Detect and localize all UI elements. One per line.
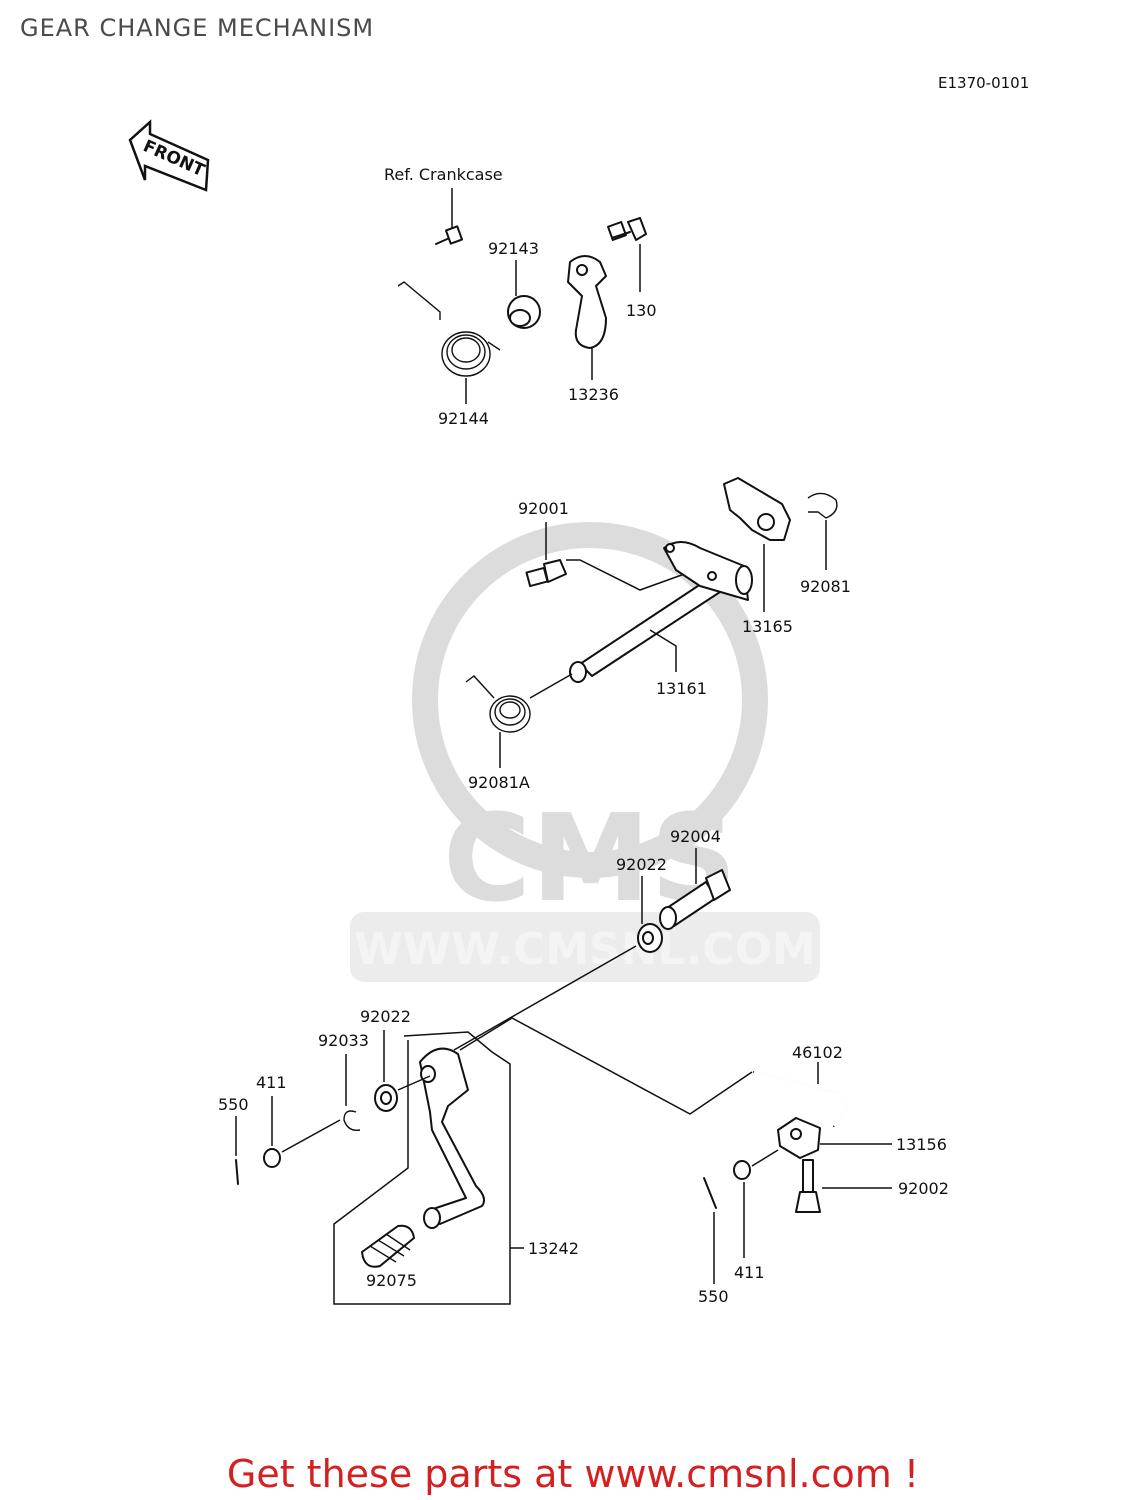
part-label[interactable]: 92033: [318, 1031, 369, 1050]
ref-crankcase-label: Ref. Crankcase: [384, 165, 503, 184]
rod-joint-13156: [777, 1117, 821, 1159]
part-label[interactable]: 13236: [568, 385, 619, 404]
watermark-url: WWW.CMSNL.COM: [354, 924, 816, 975]
part-label[interactable]: 92144: [438, 409, 489, 428]
diagram-id: E1370-0101: [938, 74, 1030, 92]
part-label[interactable]: 13161: [656, 679, 707, 698]
crankcase-pin: [435, 225, 464, 245]
part-label[interactable]: 92001: [518, 499, 569, 518]
part-labels: 92143 130 13236 92144 92001 92081 13165 …: [218, 239, 949, 1306]
spring-92081A: [465, 675, 531, 733]
front-arrow-icon: FRONT: [128, 119, 210, 192]
shift-shaft-13161: [569, 541, 753, 683]
part-label[interactable]: 92075: [366, 1271, 417, 1290]
part-label[interactable]: 92022: [360, 1007, 411, 1026]
pedal-rubber-92075: [361, 1224, 415, 1268]
part-label[interactable]: 92081: [800, 577, 851, 596]
circlip-92081: [807, 492, 838, 519]
bolt-92002: [795, 1159, 821, 1213]
watermark-banner: [350, 912, 820, 982]
part-label[interactable]: 411: [256, 1073, 287, 1092]
part-label[interactable]: 13242: [528, 1239, 579, 1258]
parts-diagram: CMS WWW.CMSNL.COM FRONT Ref. Crankcase: [128, 119, 949, 1306]
watermark: CMS WWW.CMSNL.COM: [350, 522, 820, 982]
shift-pedal-13242: [419, 1047, 485, 1229]
washer-411-right: [733, 1160, 751, 1180]
washer-411-left: [263, 1148, 281, 1168]
part-label[interactable]: 92004: [670, 827, 721, 846]
spring-92144: [397, 281, 501, 377]
part-label[interactable]: 130: [626, 301, 657, 320]
pivot-bolt-92004: [659, 869, 731, 930]
bolt-92001: [525, 559, 567, 588]
part-label[interactable]: 46102: [792, 1043, 843, 1062]
lever-13236: [567, 255, 607, 349]
cotter-pin-550-left: [235, 1159, 239, 1185]
page-title: GEAR CHANGE MECHANISM: [20, 14, 375, 42]
part-label[interactable]: 411: [734, 1263, 765, 1282]
part-label[interactable]: 92143: [488, 239, 539, 258]
tie-rod-46102: [753, 1070, 849, 1127]
part-label[interactable]: 13165: [742, 617, 793, 636]
plate-13165: [723, 477, 791, 541]
footer-promo-link[interactable]: Get these parts at www.cmsnl.com !: [226, 1452, 920, 1496]
part-label[interactable]: 550: [218, 1095, 249, 1114]
part-label[interactable]: 13156: [896, 1135, 947, 1154]
circlip-92033: [343, 1110, 361, 1131]
collar-92143: [507, 295, 541, 329]
watermark-ring: [412, 522, 768, 878]
bolt-130: [607, 217, 647, 241]
part-label[interactable]: 550: [698, 1287, 729, 1306]
washer-92022-upper: [637, 923, 663, 953]
washer-92022-lower: [374, 1084, 398, 1112]
part-label[interactable]: 92002: [898, 1179, 949, 1198]
part-label[interactable]: 92022: [616, 855, 667, 874]
part-label[interactable]: 92081A: [468, 773, 530, 792]
cotter-pin-550-right: [703, 1177, 717, 1209]
